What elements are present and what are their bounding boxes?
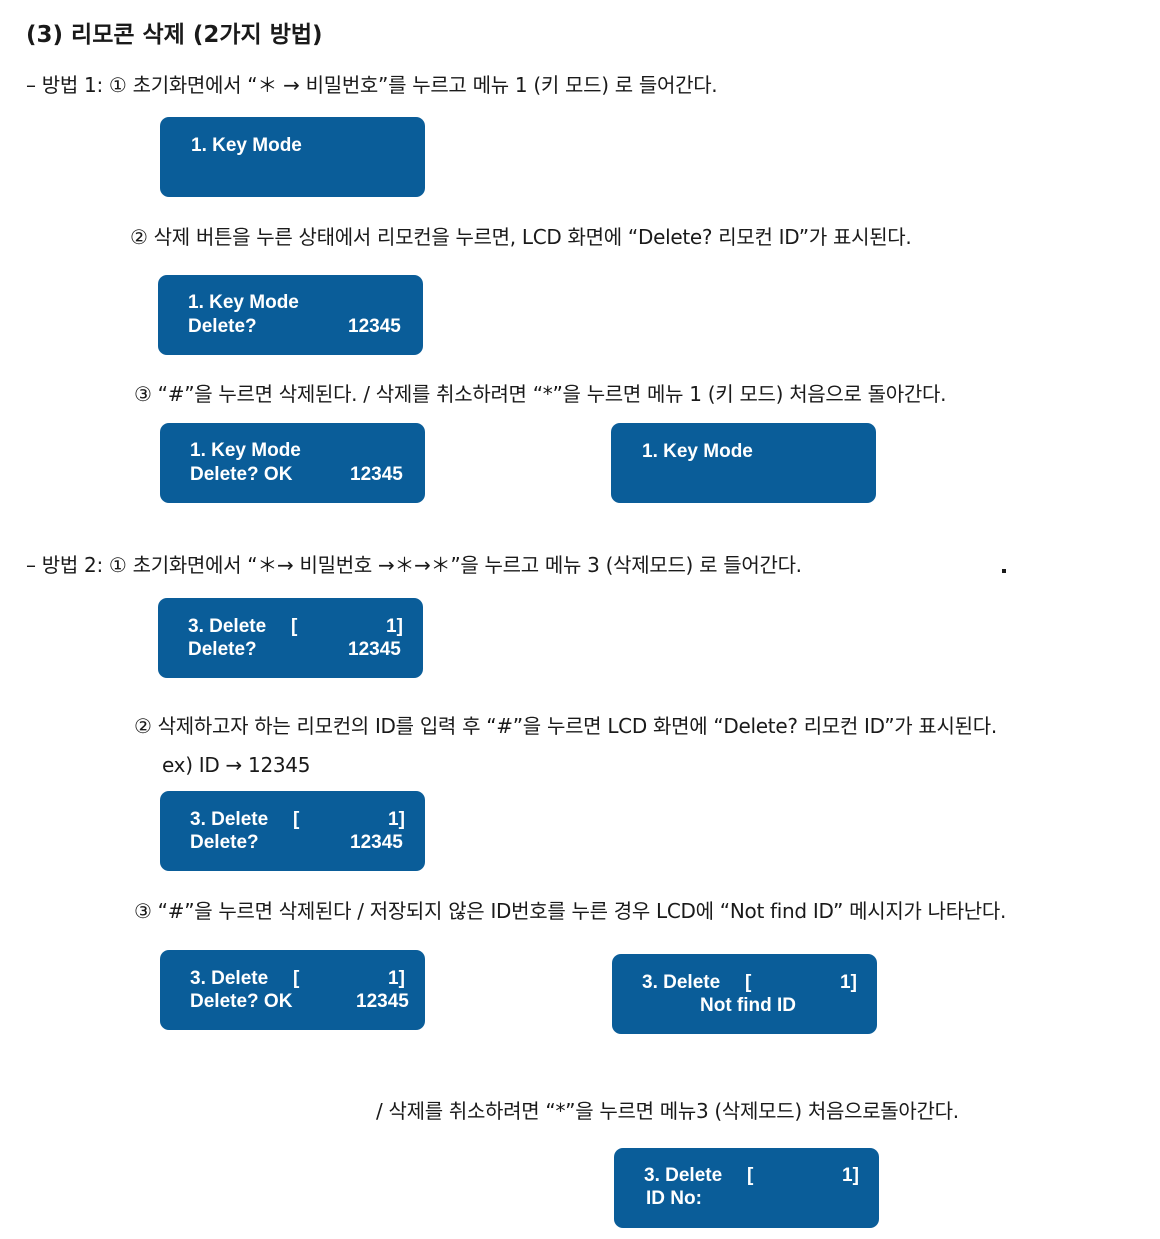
lcd-line1-bracket-close: 1] bbox=[388, 968, 405, 989]
lcd-screen-m1-1: 1. Key Mode bbox=[160, 117, 425, 197]
method2-step1-text: – 방법 2: ① 초기화면에서 “＊→ 비밀번호 →＊→＊”을 누르고 메뉴 … bbox=[26, 553, 802, 577]
lcd-line2-id: 12345 bbox=[348, 316, 401, 337]
lcd-screen-m2-1: 3. Delete [ 1] Delete? 12345 bbox=[158, 598, 423, 678]
method2-cancel-text: / 삭제를 취소하려면 “*”을 누르면 메뉴3 (삭제모드) 처음으로돌아간다… bbox=[376, 1099, 959, 1123]
stray-dot bbox=[1002, 569, 1006, 573]
lcd-line1-menu: 3. Delete bbox=[190, 809, 269, 830]
lcd-line1-bracket-close: 1] bbox=[388, 809, 405, 830]
lcd-line2-label: Delete? bbox=[188, 316, 257, 337]
lcd-line2-label: Delete? bbox=[190, 832, 259, 853]
lcd-screen-m1-3b: 1. Key Mode bbox=[611, 423, 876, 503]
lcd-line1-bracket-open: [ bbox=[747, 1165, 754, 1186]
lcd-line1-bracket-close: 1] bbox=[386, 616, 403, 637]
lcd-line2-message: Not find ID bbox=[700, 995, 797, 1016]
lcd-line2-label: Delete? OK bbox=[190, 991, 293, 1012]
lcd-line1: 1. Key Mode bbox=[188, 292, 299, 313]
lcd-line1-menu: 3. Delete bbox=[188, 616, 267, 637]
method2-step2-text: ② 삭제하고자 하는 리모컨의 ID를 입력 후 “#”을 누르면 LCD 화면… bbox=[134, 714, 997, 738]
method1-step2-text: ② 삭제 버튼을 누른 상태에서 리모컨을 누르면, LCD 화면에 “Dele… bbox=[130, 225, 912, 249]
lcd-screen-m2-3b: 3. Delete [ 1] Not find ID bbox=[612, 954, 877, 1034]
lcd-screen-m1-3a: 1. Key Mode Delete? OK 12345 bbox=[160, 423, 425, 503]
lcd-line1-bracket-close: 1] bbox=[842, 1165, 859, 1186]
lcd-line2-id: 12345 bbox=[350, 832, 403, 853]
lcd-line2-id: 12345 bbox=[350, 464, 403, 485]
method2-step3-text: ③ “#”을 누르면 삭제된다 / 저장되지 않은 ID번호를 누른 경우 LC… bbox=[134, 899, 1007, 923]
lcd-line2-label: Delete? bbox=[188, 639, 257, 660]
method2-example-text: ex) ID → 12345 bbox=[162, 753, 311, 777]
lcd-line2-label: Delete? OK bbox=[190, 464, 293, 485]
lcd-line1-bracket-open: [ bbox=[293, 809, 300, 830]
method1-step1-text: – 방법 1: ① 초기화면에서 “＊ → 비밀번호”를 누르고 메뉴 1 (키… bbox=[26, 73, 718, 97]
lcd-line1: 1. Key Mode bbox=[642, 441, 753, 462]
lcd-line1-menu: 3. Delete bbox=[642, 972, 721, 993]
section-title: (3) 리모콘 삭제 (2가지 방법) bbox=[26, 22, 323, 48]
lcd-line1-bracket-open: [ bbox=[745, 972, 752, 993]
lcd-line1-bracket-close: 1] bbox=[840, 972, 857, 993]
lcd-line2-id: 12345 bbox=[348, 639, 401, 660]
lcd-screen-m2-2: 3. Delete [ 1] Delete? 12345 bbox=[160, 791, 425, 871]
lcd-line1-bracket-open: [ bbox=[291, 616, 298, 637]
method1-step3-text: ③ “#”을 누르면 삭제된다. / 삭제를 취소하려면 “*”을 누르면 메뉴… bbox=[134, 382, 947, 406]
lcd-line2-label: ID No: bbox=[646, 1188, 702, 1209]
lcd-line1-menu: 3. Delete bbox=[644, 1165, 723, 1186]
lcd-screen-m2-3a: 3. Delete [ 1] Delete? OK 12345 bbox=[160, 950, 425, 1030]
lcd-screen-m2-4: 3. Delete [ 1] ID No: bbox=[614, 1148, 879, 1228]
lcd-line1: 1. Key Mode bbox=[190, 440, 301, 461]
lcd-line1: 1. Key Mode bbox=[191, 135, 302, 156]
lcd-line2-id: 12345 bbox=[356, 991, 409, 1012]
lcd-screen-m1-2: 1. Key Mode Delete? 12345 bbox=[158, 275, 423, 355]
lcd-line1-bracket-open: [ bbox=[293, 968, 300, 989]
lcd-line1-menu: 3. Delete bbox=[190, 968, 269, 989]
